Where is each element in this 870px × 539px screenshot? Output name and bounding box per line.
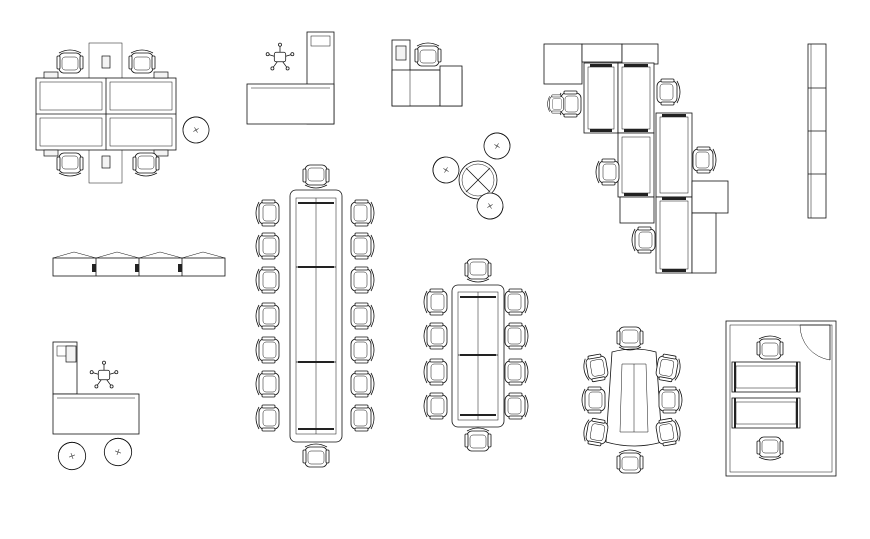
round-meeting-table [427,127,516,225]
reception-desk [391,39,463,107]
l-desk-swivel [246,31,335,125]
wall-panel-strip [807,43,827,219]
boat-table [581,326,683,474]
rect-conference-table [423,258,529,452]
private-office-room [725,320,837,477]
workstation-cluster-4 [35,42,215,184]
credenza-modules [52,251,226,277]
long-conference-table [255,164,375,468]
bench-workstations [543,43,729,274]
executive-desk [52,341,140,474]
